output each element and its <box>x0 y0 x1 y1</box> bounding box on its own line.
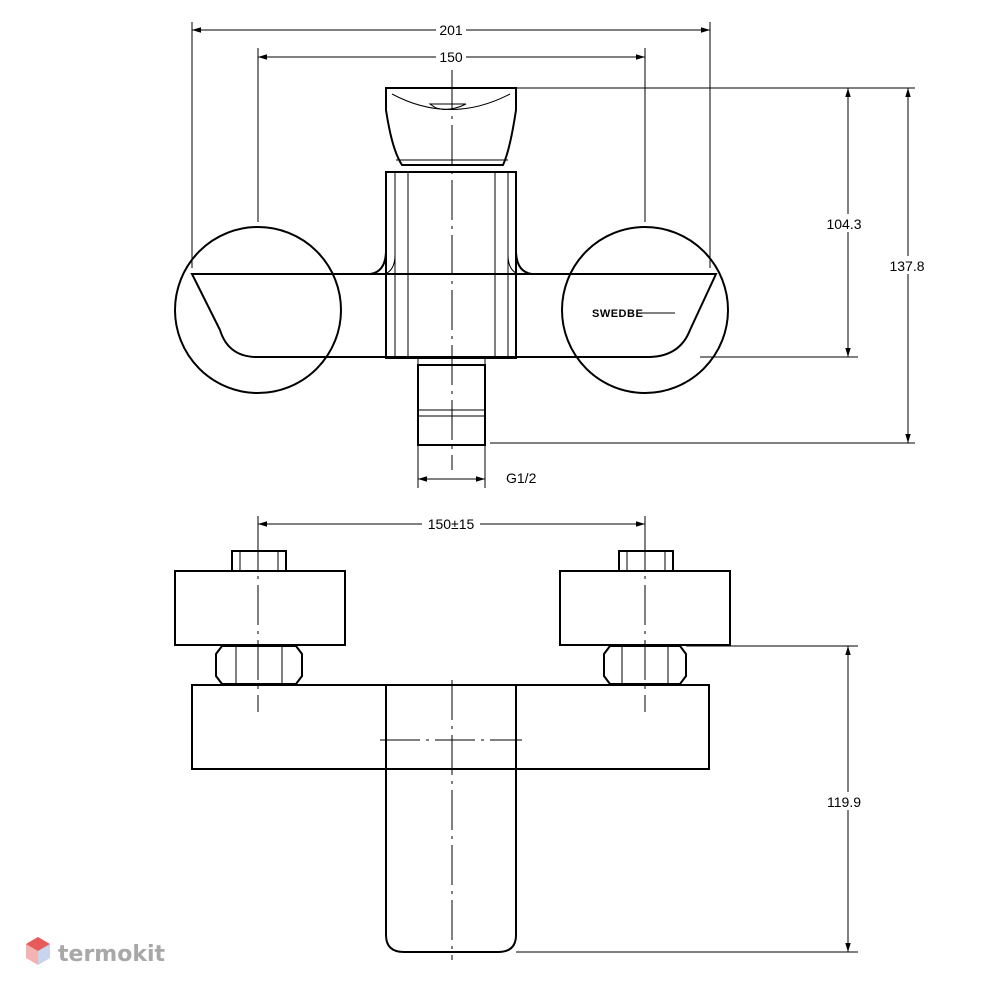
left-hex-nut <box>215 645 303 685</box>
brand-mark: SWEDBE <box>592 308 643 320</box>
top-dimensions: 150±15 119.9 <box>257 514 864 953</box>
lever-handle <box>385 87 517 166</box>
watermark-text: termokit <box>58 942 165 967</box>
mixer-body-top <box>191 684 710 770</box>
dim-adjustable-spacing: 150±15 <box>428 516 475 532</box>
dim-projection: 119.9 <box>827 794 861 810</box>
dim-thread: G1/2 <box>506 470 537 486</box>
left-escutcheon <box>174 226 342 394</box>
mixer-body <box>190 273 718 358</box>
cartridge-column <box>385 171 517 359</box>
dim-total-width: 201 <box>439 22 463 38</box>
dim-handle-spacing: 150 <box>439 49 463 65</box>
watermark-logo-icon <box>26 937 50 965</box>
spout-top <box>385 684 517 953</box>
watermark: termokit <box>26 937 165 967</box>
top-view <box>174 530 731 960</box>
front-view: SWEDBE <box>174 70 729 470</box>
dim-total-height: 137.8 <box>889 258 924 274</box>
dim-outlet-height: 104.3 <box>826 216 861 232</box>
front-dimensions: 201 150 104.3 137.8 G1/2 <box>191 20 928 488</box>
left-escutcheon-top <box>174 570 346 646</box>
right-escutcheon <box>561 226 729 394</box>
